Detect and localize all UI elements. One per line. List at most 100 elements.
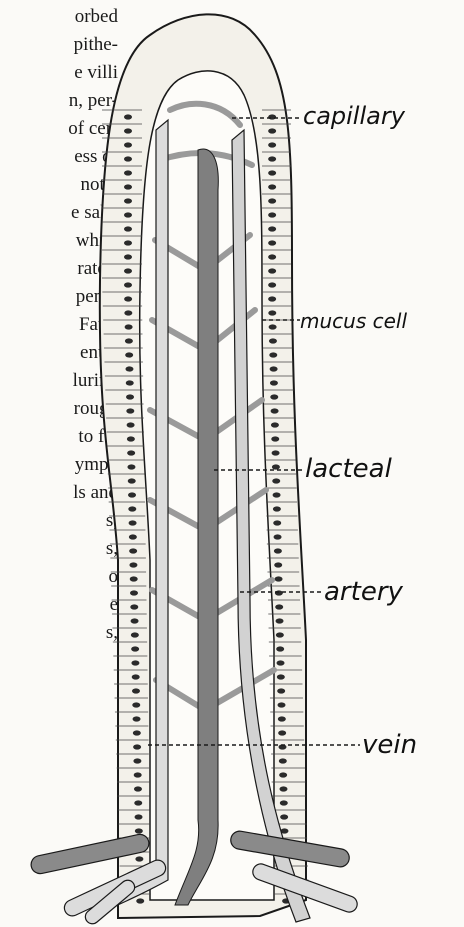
cell-nucleus [132, 674, 140, 679]
cell-nucleus [125, 352, 133, 357]
cell-nucleus [279, 786, 287, 791]
cell-nucleus [275, 576, 283, 581]
cell-nucleus [268, 212, 276, 217]
cell-nucleus [279, 772, 287, 777]
cell-nucleus [278, 730, 286, 735]
label-vein: vein [362, 730, 417, 760]
cell-nucleus [268, 170, 276, 175]
cell-nucleus [127, 436, 135, 441]
cell-nucleus [124, 170, 132, 175]
cell-nucleus [271, 436, 279, 441]
cell-nucleus [124, 128, 132, 133]
cell-nucleus [131, 618, 139, 623]
cell-nucleus [268, 310, 276, 315]
cell-nucleus [277, 660, 285, 665]
cell-nucleus [268, 268, 276, 273]
cell-nucleus [272, 450, 280, 455]
cell-nucleus [133, 744, 141, 749]
cell-nucleus [129, 548, 137, 553]
cell-nucleus [124, 156, 132, 161]
cell-nucleus [274, 562, 282, 567]
cell-nucleus [130, 576, 138, 581]
cell-nucleus [135, 814, 143, 819]
cell-nucleus [124, 254, 132, 259]
label-artery: artery [324, 577, 404, 607]
cell-nucleus [127, 450, 135, 455]
cell-nucleus [271, 408, 279, 413]
cell-nucleus [126, 380, 134, 385]
cell-nucleus [268, 114, 276, 119]
cell-nucleus [124, 240, 132, 245]
cell-nucleus [124, 310, 132, 315]
cell-nucleus [124, 268, 132, 273]
cell-nucleus [280, 800, 288, 805]
cell-nucleus [268, 128, 276, 133]
cell-nucleus [273, 520, 281, 525]
label-lacteal: lacteal [305, 454, 393, 484]
cell-nucleus [130, 590, 138, 595]
cell-nucleus [269, 338, 277, 343]
cell-nucleus [129, 562, 137, 567]
cell-nucleus [278, 702, 286, 707]
cell-nucleus [129, 534, 137, 539]
cell-nucleus [134, 800, 142, 805]
cell-nucleus [136, 898, 144, 903]
cell-nucleus [126, 408, 134, 413]
cell-nucleus [270, 380, 278, 385]
cell-nucleus [268, 226, 276, 231]
cell-nucleus [133, 758, 141, 763]
cell-nucleus [269, 324, 277, 329]
cell-nucleus [272, 464, 280, 469]
cell-nucleus [275, 604, 283, 609]
cell-nucleus [135, 856, 143, 861]
cell-nucleus [268, 240, 276, 245]
cell-nucleus [125, 324, 133, 329]
cell-nucleus [124, 184, 132, 189]
label-mucus-cell: mucus cell [300, 309, 407, 333]
cell-nucleus [124, 226, 132, 231]
cell-nucleus [268, 184, 276, 189]
cell-nucleus [268, 254, 276, 259]
cell-nucleus [270, 394, 278, 399]
cell-nucleus [127, 422, 135, 427]
cell-nucleus [277, 674, 285, 679]
cell-nucleus [127, 464, 135, 469]
cell-nucleus [131, 646, 139, 651]
cell-nucleus [135, 828, 143, 833]
cell-nucleus [129, 520, 137, 525]
cell-nucleus [268, 156, 276, 161]
cell-nucleus [131, 632, 139, 637]
cell-nucleus [276, 646, 284, 651]
cell-nucleus [269, 352, 277, 357]
cell-nucleus [133, 716, 141, 721]
cell-nucleus [128, 478, 136, 483]
cell-nucleus [276, 632, 284, 637]
cell-nucleus [124, 114, 132, 119]
cell-nucleus [279, 758, 287, 763]
cell-nucleus [268, 142, 276, 147]
cell-nucleus [277, 688, 285, 693]
cell-nucleus [268, 296, 276, 301]
cell-nucleus [272, 478, 280, 483]
cell-nucleus [278, 716, 286, 721]
cell-nucleus [280, 814, 288, 819]
cell-nucleus [273, 492, 281, 497]
cell-nucleus [130, 604, 138, 609]
cell-nucleus [133, 730, 141, 735]
label-capillary: capillary [303, 102, 406, 130]
cell-nucleus [124, 142, 132, 147]
cell-nucleus [270, 366, 278, 371]
cell-nucleus [132, 688, 140, 693]
cell-nucleus [274, 534, 282, 539]
cell-nucleus [275, 590, 283, 595]
cell-nucleus [131, 660, 139, 665]
cell-nucleus [124, 198, 132, 203]
cell-nucleus [128, 492, 136, 497]
cell-nucleus [126, 394, 134, 399]
cell-nucleus [276, 618, 284, 623]
cell-nucleus [125, 338, 133, 343]
cell-nucleus [125, 366, 133, 371]
cell-nucleus [273, 506, 281, 511]
cell-nucleus [128, 506, 136, 511]
